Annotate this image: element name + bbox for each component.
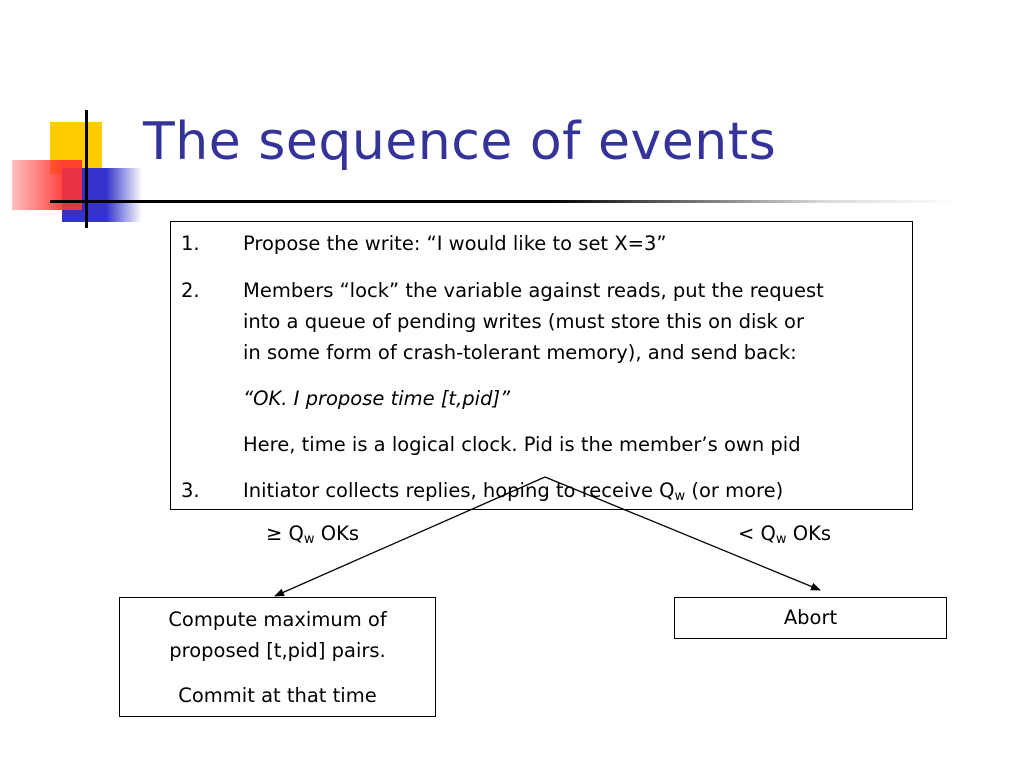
step-number: 3. (181, 479, 200, 502)
branch-symbol: ≥ Q (266, 522, 304, 545)
commit-line: proposed [t,pid] pairs. (169, 639, 386, 662)
subscript: w (674, 489, 686, 504)
slide-title: The sequence of events (143, 112, 777, 172)
commit-line: Compute maximum of (168, 608, 387, 631)
subscript: w (303, 532, 315, 547)
step-number: 1. (181, 232, 200, 255)
commit-line: Commit at that time (178, 684, 377, 707)
steps-box: 1. Propose the write: “I would like to s… (170, 221, 913, 510)
abort-label: Abort (783, 606, 838, 629)
abort-box: Abort (674, 597, 947, 639)
step-text-line: into a queue of pending writes (must sto… (243, 310, 804, 333)
step-quote: “OK. I propose time [t,pid]” (243, 387, 511, 410)
branch-suffix: OKs (786, 522, 832, 545)
step-text-line: Members “lock” the variable against read… (243, 279, 824, 302)
branch-symbol: < Q (738, 522, 776, 545)
commit-box: Compute maximum of proposed [t,pid] pair… (119, 597, 436, 717)
subscript: w (775, 532, 787, 547)
step-text-tail: (or more) (685, 479, 784, 502)
branch-label-quorum: ≥ Qw OKs (266, 522, 359, 547)
step-text: Propose the write: “I would like to set … (243, 232, 667, 255)
branch-label-no-quorum: < Qw OKs (738, 522, 831, 547)
arrow-to-commit (274, 476, 546, 597)
branch-suffix: OKs (314, 522, 360, 545)
step-note: Here, time is a logical clock. Pid is th… (243, 433, 801, 456)
decor-vertical-line (85, 110, 88, 228)
step-text: Initiator collects replies, hoping to re… (243, 475, 923, 512)
arrow-to-abort (544, 476, 821, 591)
step-text-line: in some form of crash-tolerant memory), … (243, 341, 797, 364)
step-text-main: Initiator collects replies, hoping to re… (243, 479, 675, 502)
title-divider (50, 200, 960, 203)
step-number: 2. (181, 279, 200, 302)
